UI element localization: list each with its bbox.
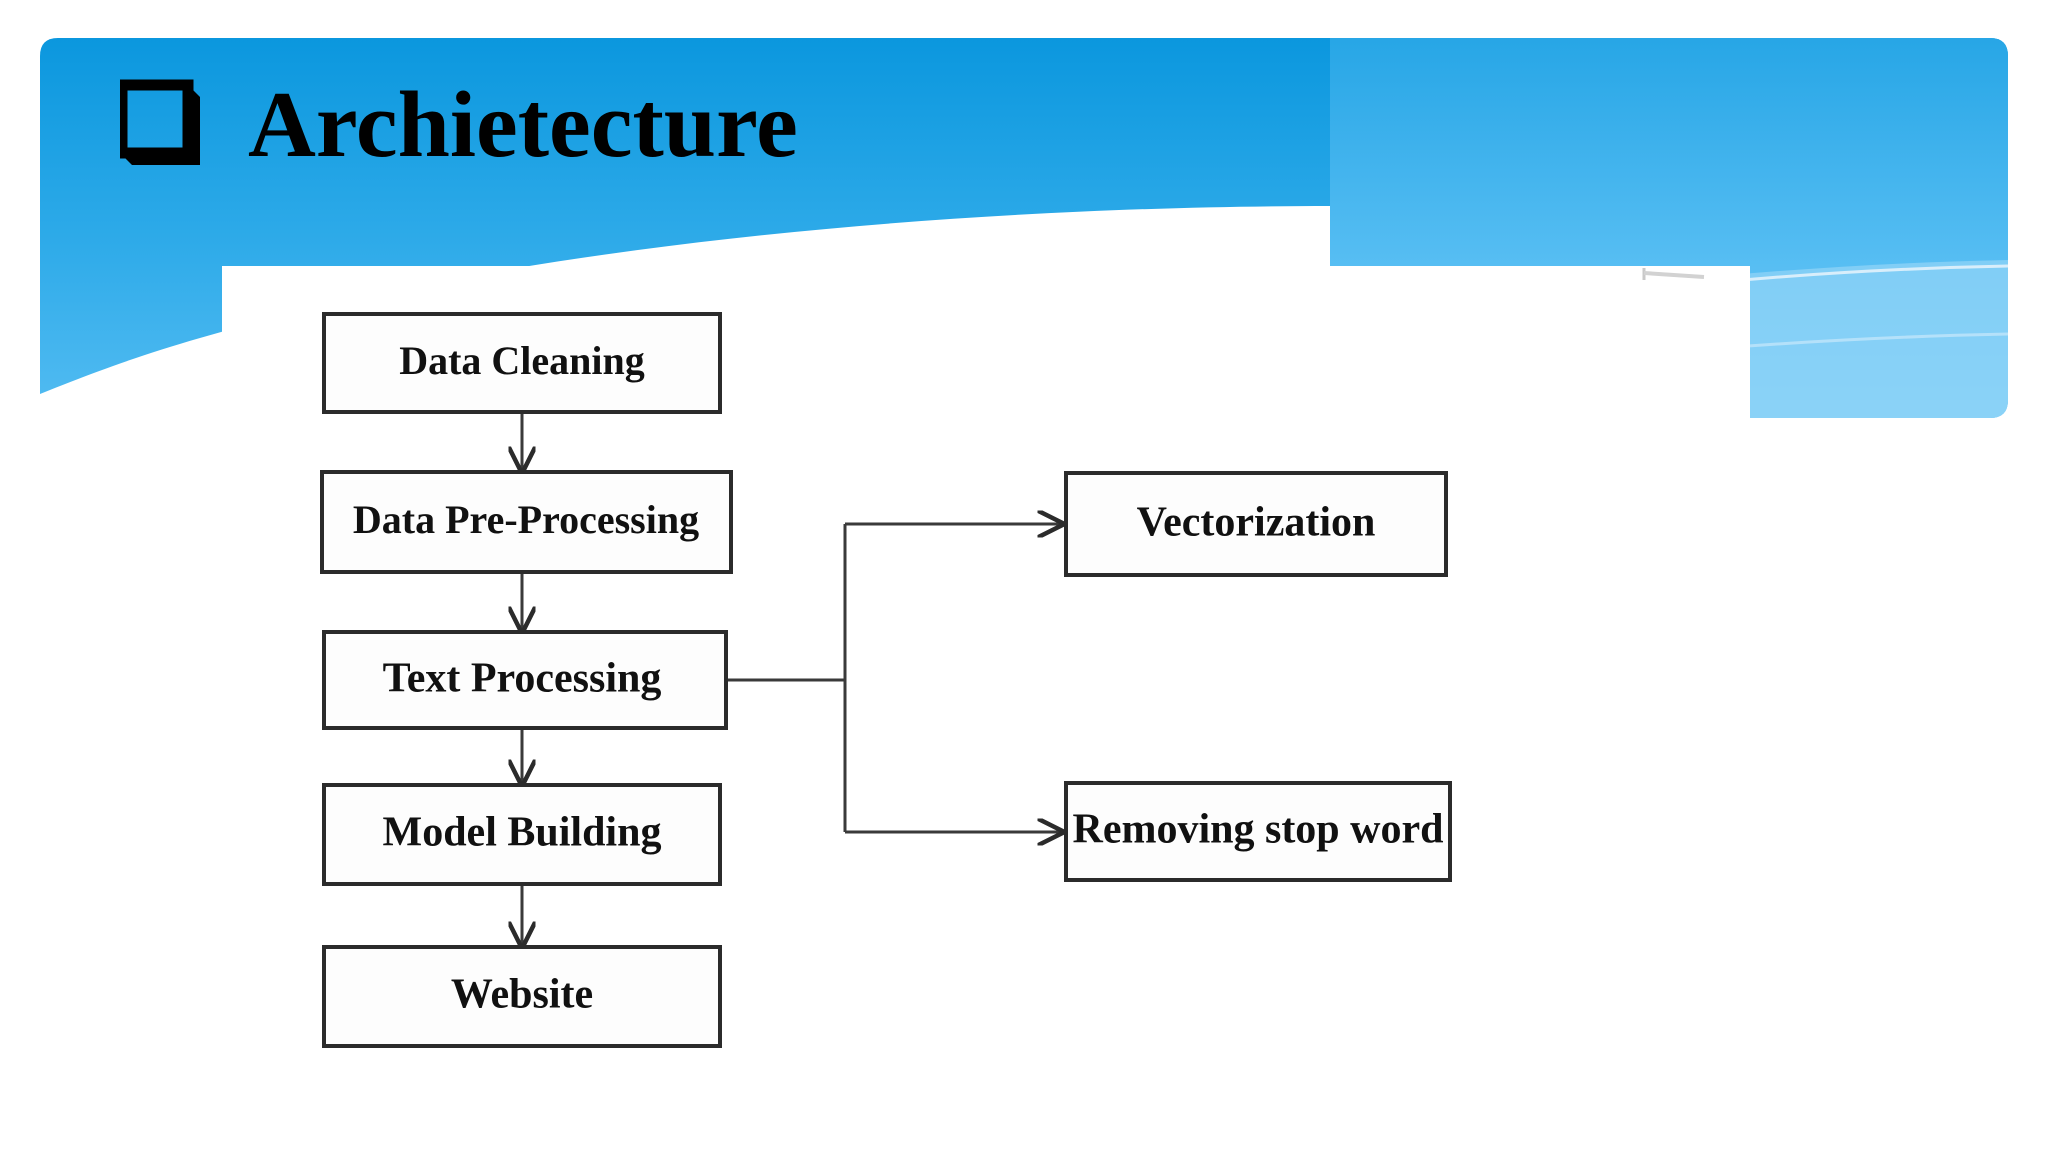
node-label-data-cleaning: Data Cleaning (399, 338, 645, 383)
node-label-website: Website (451, 972, 593, 1018)
flowchart-node-model-building[interactable]: Model Building (322, 783, 722, 886)
figure-canvas: Data Cleaning Data Pre-Processing Text P… (222, 266, 1750, 1122)
architecture-flowchart: Data Cleaning Data Pre-Processing Text P… (222, 266, 1750, 1122)
slide-title-row: Archietecture (120, 78, 798, 172)
figure-corner-artifact (1642, 268, 1706, 284)
page-title: Archietecture (248, 73, 798, 177)
flowchart-node-text-processing[interactable]: Text Processing (322, 630, 728, 730)
flowchart-nodes: Data Cleaning Data Pre-Processing Text P… (320, 312, 1452, 1048)
node-label-model-building: Model Building (383, 810, 662, 856)
node-label-vectorization: Vectorization (1137, 500, 1376, 546)
flowchart-node-website[interactable]: Website (322, 945, 722, 1048)
node-label-text-processing: Text Processing (383, 656, 662, 702)
node-label-removing-stop-word: Removing stop word (1072, 807, 1443, 853)
flowchart-node-data-cleaning[interactable]: Data Cleaning (322, 312, 722, 414)
flowchart-node-data-pre-processing[interactable]: Data Pre-Processing (320, 470, 733, 574)
flowchart-node-removing-stop-word[interactable]: Removing stop word (1064, 781, 1452, 882)
node-label-data-pre-processing: Data Pre-Processing (353, 497, 699, 542)
shadowed-square-bullet-icon (120, 79, 200, 165)
flowchart-node-vectorization[interactable]: Vectorization (1064, 471, 1448, 577)
